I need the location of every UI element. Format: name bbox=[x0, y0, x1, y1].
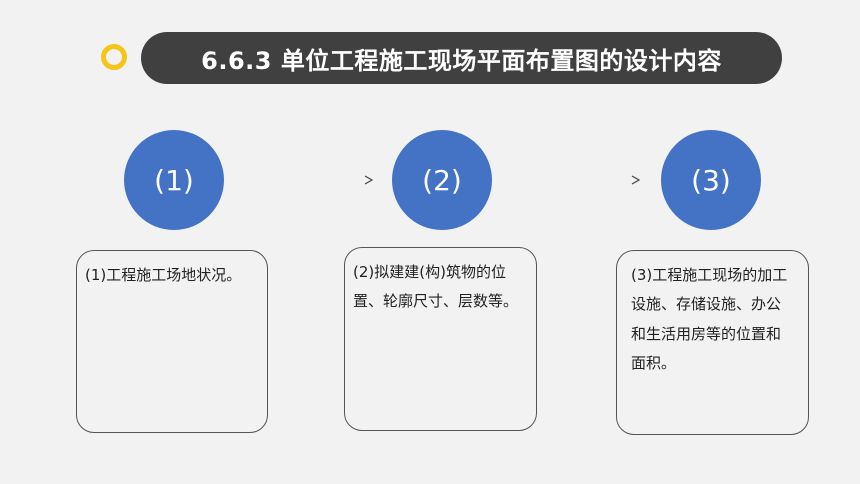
step-1-description: (1)工程施工场地状况。 bbox=[85, 266, 242, 284]
step-1-circle: (1) bbox=[124, 130, 224, 230]
step-3-label: (3) bbox=[691, 163, 731, 197]
step-3-description-box: (3)工程施工现场的加工设施、存储设施、办公和生活用房等的位置和面积。 bbox=[616, 250, 809, 435]
step-1-label: (1) bbox=[154, 163, 194, 197]
arrow-right-icon bbox=[505, 175, 641, 185]
step-2-circle: (2) bbox=[392, 130, 492, 230]
step-2-label: (2) bbox=[422, 163, 462, 197]
arrow-right-icon bbox=[238, 175, 374, 185]
step-2-description-box: (2)拟建建(构)筑物的位置、轮廓尺寸、层数等。 bbox=[344, 247, 537, 431]
step-1-description-box: (1)工程施工场地状况。 bbox=[76, 250, 268, 433]
title-bullet-icon bbox=[101, 44, 127, 70]
step-3-description: (3)工程施工现场的加工设施、存储设施、办公和生活用房等的位置和面积。 bbox=[631, 266, 788, 372]
page-title-text: 6.6.3 单位工程施工现场平面布置图的设计内容 bbox=[201, 46, 722, 75]
page-title: 6.6.3 单位工程施工现场平面布置图的设计内容 bbox=[141, 32, 782, 84]
step-2-description: (2)拟建建(构)筑物的位置、轮廓尺寸、层数等。 bbox=[353, 263, 519, 311]
step-3-circle: (3) bbox=[661, 130, 761, 230]
